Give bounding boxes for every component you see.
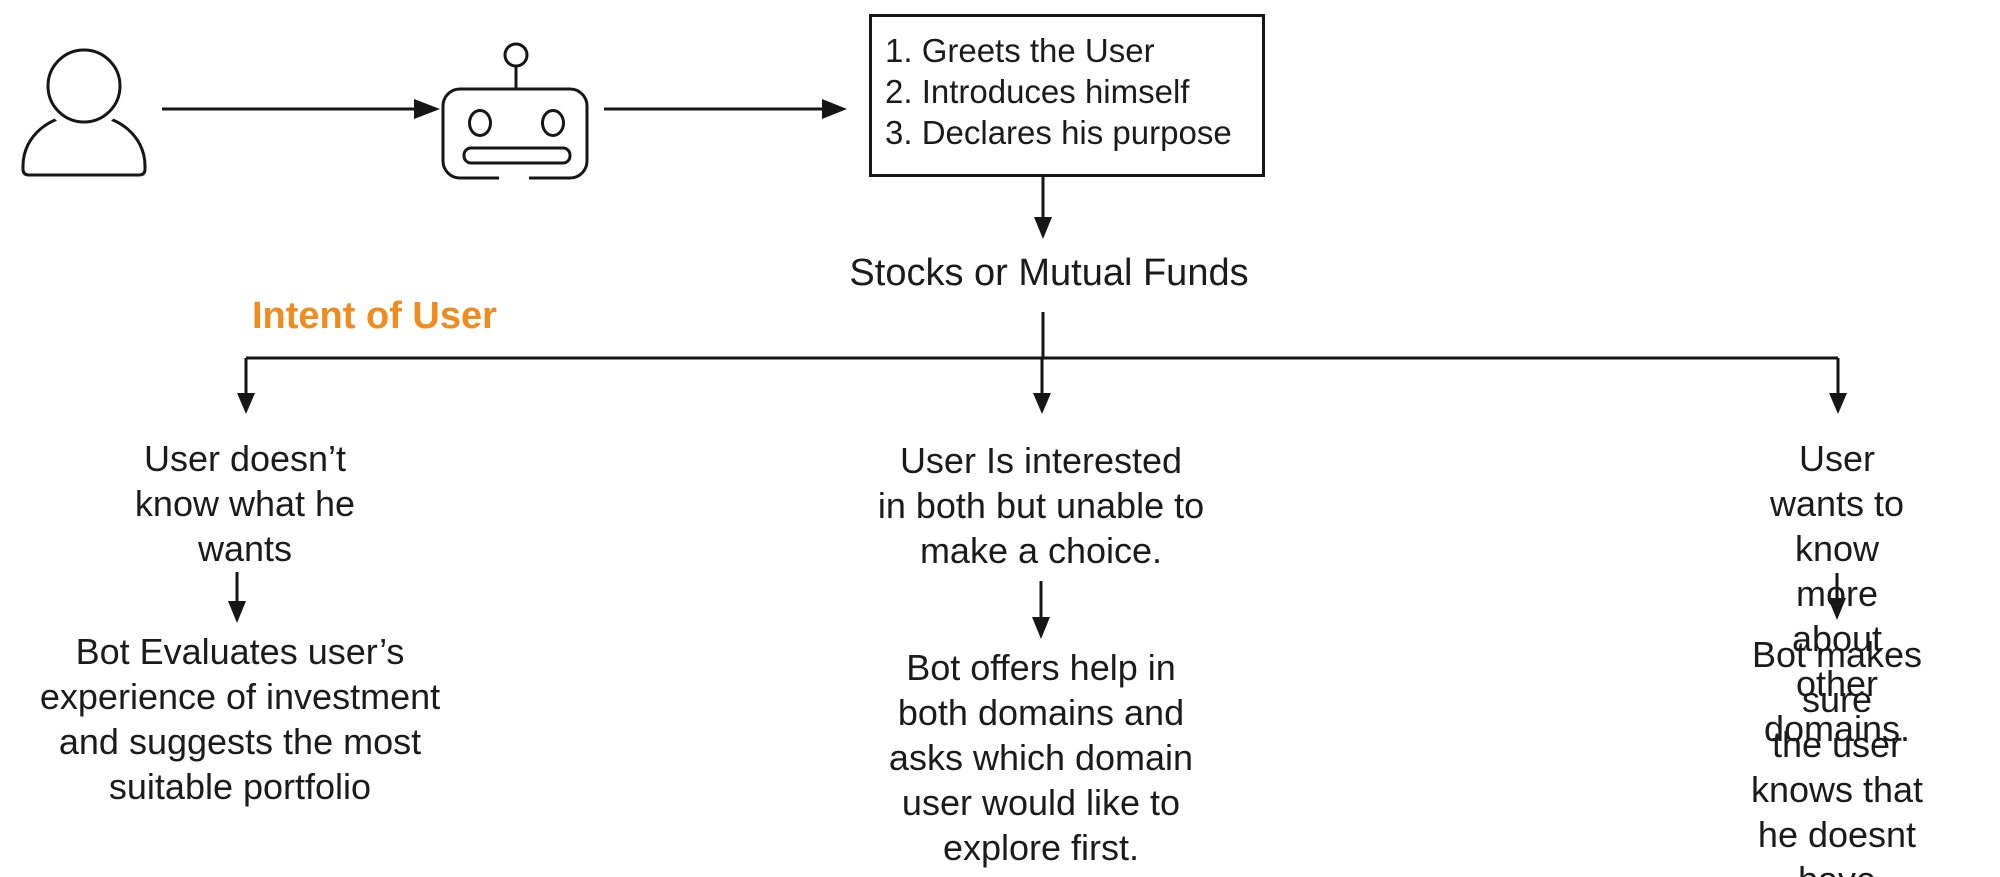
branch-middle-condition: User Is interested in both but unable to…: [877, 440, 1205, 571]
arrow-box-to-decision: [1034, 177, 1052, 239]
decision-label: Stocks or Mutual Funds: [849, 252, 1249, 294]
intent-label: Intent of User: [252, 295, 497, 337]
branch-right-action: Bot makes sure the user knows that he do…: [1750, 634, 1924, 877]
arrow-branch-right: [1829, 358, 1847, 414]
arrow-condition-to-action-right: [1828, 573, 1846, 620]
user-icon: [21, 42, 147, 177]
branch-left-condition: User doesn’t know what he wants: [134, 438, 356, 569]
bot-intro-box: 1. Greets the User 2. Introduces himself…: [869, 14, 1265, 177]
bot-intro-step-3: 3. Declares his purpose: [885, 114, 1232, 151]
branch-middle-action: Bot offers help in both domains and asks…: [888, 647, 1194, 868]
arrow-branch-middle: [1033, 358, 1051, 414]
arrow-condition-to-action-middle: [1032, 581, 1050, 639]
arrow-branch-left: [237, 358, 255, 414]
branch-right-condition: User wants to know more about other doma…: [1763, 438, 1911, 749]
robot-icon: [441, 42, 589, 184]
bot-intro-step-1: 1. Greets the User: [885, 32, 1155, 69]
arrow-bot-to-box: [604, 99, 847, 119]
arrow-user-to-bot: [162, 99, 440, 119]
bot-intro-step-2: 2. Introduces himself: [885, 73, 1190, 110]
branch-left-action: Bot Evaluates user’s experience of inves…: [39, 631, 441, 807]
arrow-condition-to-action-left: [228, 572, 246, 623]
